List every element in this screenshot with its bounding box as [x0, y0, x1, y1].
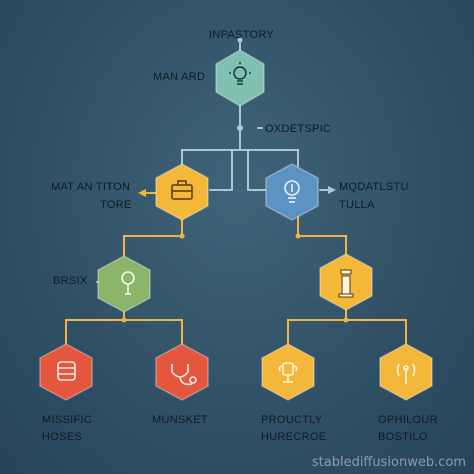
- lightbulb-icon: [229, 62, 251, 85]
- junction-dot: [295, 233, 301, 239]
- leaf1-label-line2: HOSES: [42, 431, 83, 443]
- junction-dots: [121, 37, 349, 323]
- leaf1-label-line1: MISSIFIC: [42, 414, 93, 426]
- connector-line: [209, 149, 233, 191]
- connector-line: [345, 319, 407, 345]
- junction-dot: [343, 317, 349, 323]
- leaf3-node: [261, 343, 315, 401]
- right-l2-node: [319, 253, 373, 311]
- connector-line: [123, 319, 183, 345]
- leaf1-node: [39, 343, 93, 401]
- left-l1-node: [155, 163, 209, 221]
- leaf4-label-line2: BOSTILO: [378, 431, 428, 443]
- junction-dot: [121, 317, 127, 323]
- leaf4-node: [379, 343, 433, 401]
- trophy-icon: [278, 362, 298, 383]
- watermark: stablediffusionweb.com: [311, 455, 466, 470]
- arrow-head: [138, 189, 146, 197]
- connector-line: [181, 149, 299, 167]
- top-title: INPASTORY: [209, 29, 275, 41]
- connector-line: [297, 214, 347, 255]
- arrow-head: [328, 186, 336, 194]
- left-l1-label-line1: MAT AN TITON: [51, 181, 131, 193]
- leaf3-label-line2: HURECROE: [261, 431, 327, 443]
- left-l2-node: [97, 255, 151, 313]
- leaf2-node: [155, 343, 209, 401]
- left-l1-label-line2: TORE: [100, 199, 132, 211]
- lightbulb-icon: [284, 180, 300, 203]
- left-l2-label: BRSIX: [53, 275, 88, 287]
- right-l1-label-line2: TULLA: [339, 199, 375, 211]
- root-label: MAN ARD: [153, 71, 206, 83]
- leaf2-label-line1: MUNSKET: [152, 414, 208, 426]
- right-l1-node: [265, 163, 319, 221]
- stethoscope-icon: [171, 364, 197, 386]
- right-l1-label-line1: MQDATLSTU: [339, 181, 409, 193]
- connector-line: [123, 214, 183, 257]
- database-icon: [57, 361, 76, 381]
- connector-line: [247, 149, 267, 191]
- junction-dot: [237, 125, 243, 131]
- connector-line: [65, 305, 125, 345]
- root-node: [215, 49, 265, 107]
- bulb-outline-icon: [121, 271, 135, 295]
- connector-lines: [65, 39, 407, 345]
- junction-dot: [237, 37, 243, 43]
- connector-line: [287, 303, 347, 345]
- leaf3-label-line1: PROUCTLY: [261, 414, 323, 426]
- leaf4-label-line1: OPHILOUR: [378, 414, 438, 426]
- antenna-icon: [396, 363, 416, 384]
- briefcase-icon: [171, 180, 193, 200]
- tower-icon: [338, 269, 354, 298]
- junction-dot: [179, 233, 185, 239]
- junction-label: OXDETSPIC: [265, 123, 332, 135]
